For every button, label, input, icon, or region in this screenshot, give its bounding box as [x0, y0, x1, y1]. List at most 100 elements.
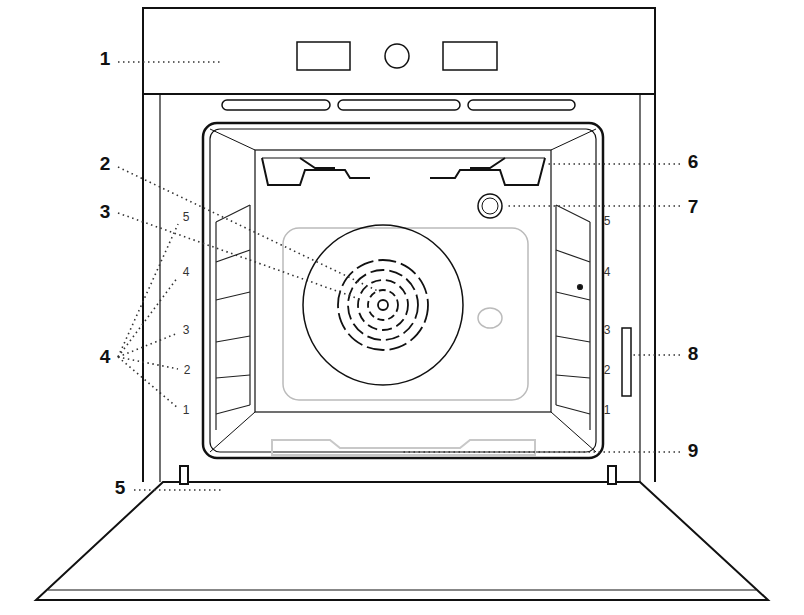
callout-number: 9 — [688, 441, 699, 460]
control-panel-part — [443, 42, 497, 70]
leader-lines-part — [118, 61, 222, 63]
leader-lines-part — [118, 213, 362, 300]
control-panel-part — [143, 8, 655, 94]
convection-fan — [303, 225, 463, 385]
shelf-rails-part — [556, 375, 590, 378]
oven-frame — [143, 94, 655, 482]
oven-door-part — [180, 466, 188, 484]
oven-lamp — [478, 194, 502, 218]
vent-slots-part — [338, 100, 460, 110]
oven-lamp-part — [478, 194, 502, 218]
convection-fan-part — [378, 300, 388, 310]
oven-cavity-part — [210, 129, 596, 452]
side-component — [622, 328, 631, 396]
callout-number: 4 — [100, 347, 111, 366]
shelf-level-number: 1 — [183, 404, 190, 416]
shelf-rails-part — [216, 405, 250, 414]
oven-door-part — [608, 466, 616, 484]
vent-slots-part — [222, 100, 330, 110]
shelf-rails-part — [578, 285, 583, 290]
oven-cavity-part — [210, 412, 255, 452]
top-heating-element — [262, 158, 545, 185]
back-oval-part — [478, 308, 502, 328]
oven-lamp-part — [482, 198, 498, 214]
shelf-level-number: 4 — [183, 266, 190, 278]
shelf-rails-part — [216, 375, 250, 378]
shelf-rails-part — [556, 250, 590, 262]
shelf-rails-part — [556, 205, 590, 222]
callout-number: 5 — [115, 478, 126, 497]
leader-lines-part — [118, 357, 178, 369]
oven-cavity-part — [203, 123, 603, 458]
shelf-rails-part — [556, 405, 590, 414]
leader-lines-part — [505, 205, 680, 207]
shelf-level-number: 2 — [184, 364, 191, 376]
vent-slots — [222, 100, 575, 110]
top-heating-element-part — [300, 158, 335, 168]
top-heating-element-part — [262, 158, 370, 185]
oven-cavity-part — [255, 150, 551, 412]
callout-number: 2 — [100, 154, 111, 173]
callout-number: 8 — [688, 344, 699, 363]
shelf-rails-part — [216, 250, 250, 262]
oven-cavity-part — [551, 412, 596, 452]
shelf-level-number: 5 — [183, 211, 190, 223]
oven-cavity-part — [210, 129, 255, 150]
shelf-level-number: 1 — [604, 404, 611, 416]
shelf-rails-part — [556, 336, 590, 342]
shelf-rails-part — [249, 205, 250, 405]
shelf-rails-part — [555, 205, 556, 405]
convection-fan-part — [303, 225, 463, 385]
leader-lines-part — [118, 333, 178, 357]
shelf-rails-part — [589, 222, 590, 430]
convection-fan-part — [348, 270, 418, 340]
leader-lines-part — [633, 354, 680, 356]
oven-cavity-part — [283, 228, 528, 400]
convection-fan-part — [338, 260, 428, 350]
shelf-rails-part — [215, 222, 216, 430]
control-panel — [143, 8, 655, 94]
leader-lines-part — [118, 277, 178, 357]
leader-lines-part — [118, 357, 178, 408]
control-panel-part — [385, 44, 409, 68]
oven-door-part — [48, 589, 756, 590]
callout-number: 3 — [100, 202, 111, 221]
vent-slots-part — [468, 100, 575, 110]
shelf-level-number: 3 — [183, 324, 190, 336]
callout-number: 1 — [100, 49, 111, 68]
top-heating-element-part — [262, 157, 545, 158]
side-component-part — [622, 328, 631, 396]
shelf-level-number: 3 — [604, 324, 611, 336]
callout-number: 7 — [688, 197, 699, 216]
shelf-level-number: 4 — [604, 266, 611, 278]
back-oval — [478, 308, 502, 328]
shelf-rails-part — [216, 205, 250, 222]
top-heating-element-part — [470, 158, 505, 168]
shelf-rails-part — [216, 292, 250, 300]
shelf-level-number: 5 — [604, 215, 611, 227]
leader-lines-part — [400, 451, 680, 453]
oven-frame-part — [142, 94, 144, 482]
leader-lines-part — [118, 167, 380, 292]
shelf-rails — [216, 205, 590, 430]
oven-cavity — [203, 123, 603, 458]
oven-frame-part — [159, 94, 160, 482]
leader-lines-part — [118, 224, 178, 357]
convection-fan-part — [368, 290, 398, 320]
leader-lines-part — [134, 489, 222, 491]
oven-frame-part — [639, 94, 640, 482]
callout-number: 6 — [688, 152, 699, 171]
control-panel-part — [297, 42, 350, 70]
convection-fan-part — [358, 280, 408, 330]
oven-door-part — [36, 482, 768, 600]
oven-cavity-part — [551, 129, 596, 150]
oven-door — [36, 466, 768, 600]
shelf-rails-part — [216, 336, 250, 342]
leader-lines-part — [545, 163, 680, 165]
shelf-rails-part — [556, 292, 590, 300]
leader-lines — [118, 62, 680, 490]
shelf-level-number: 2 — [604, 364, 611, 376]
top-heating-element-part — [430, 158, 545, 185]
